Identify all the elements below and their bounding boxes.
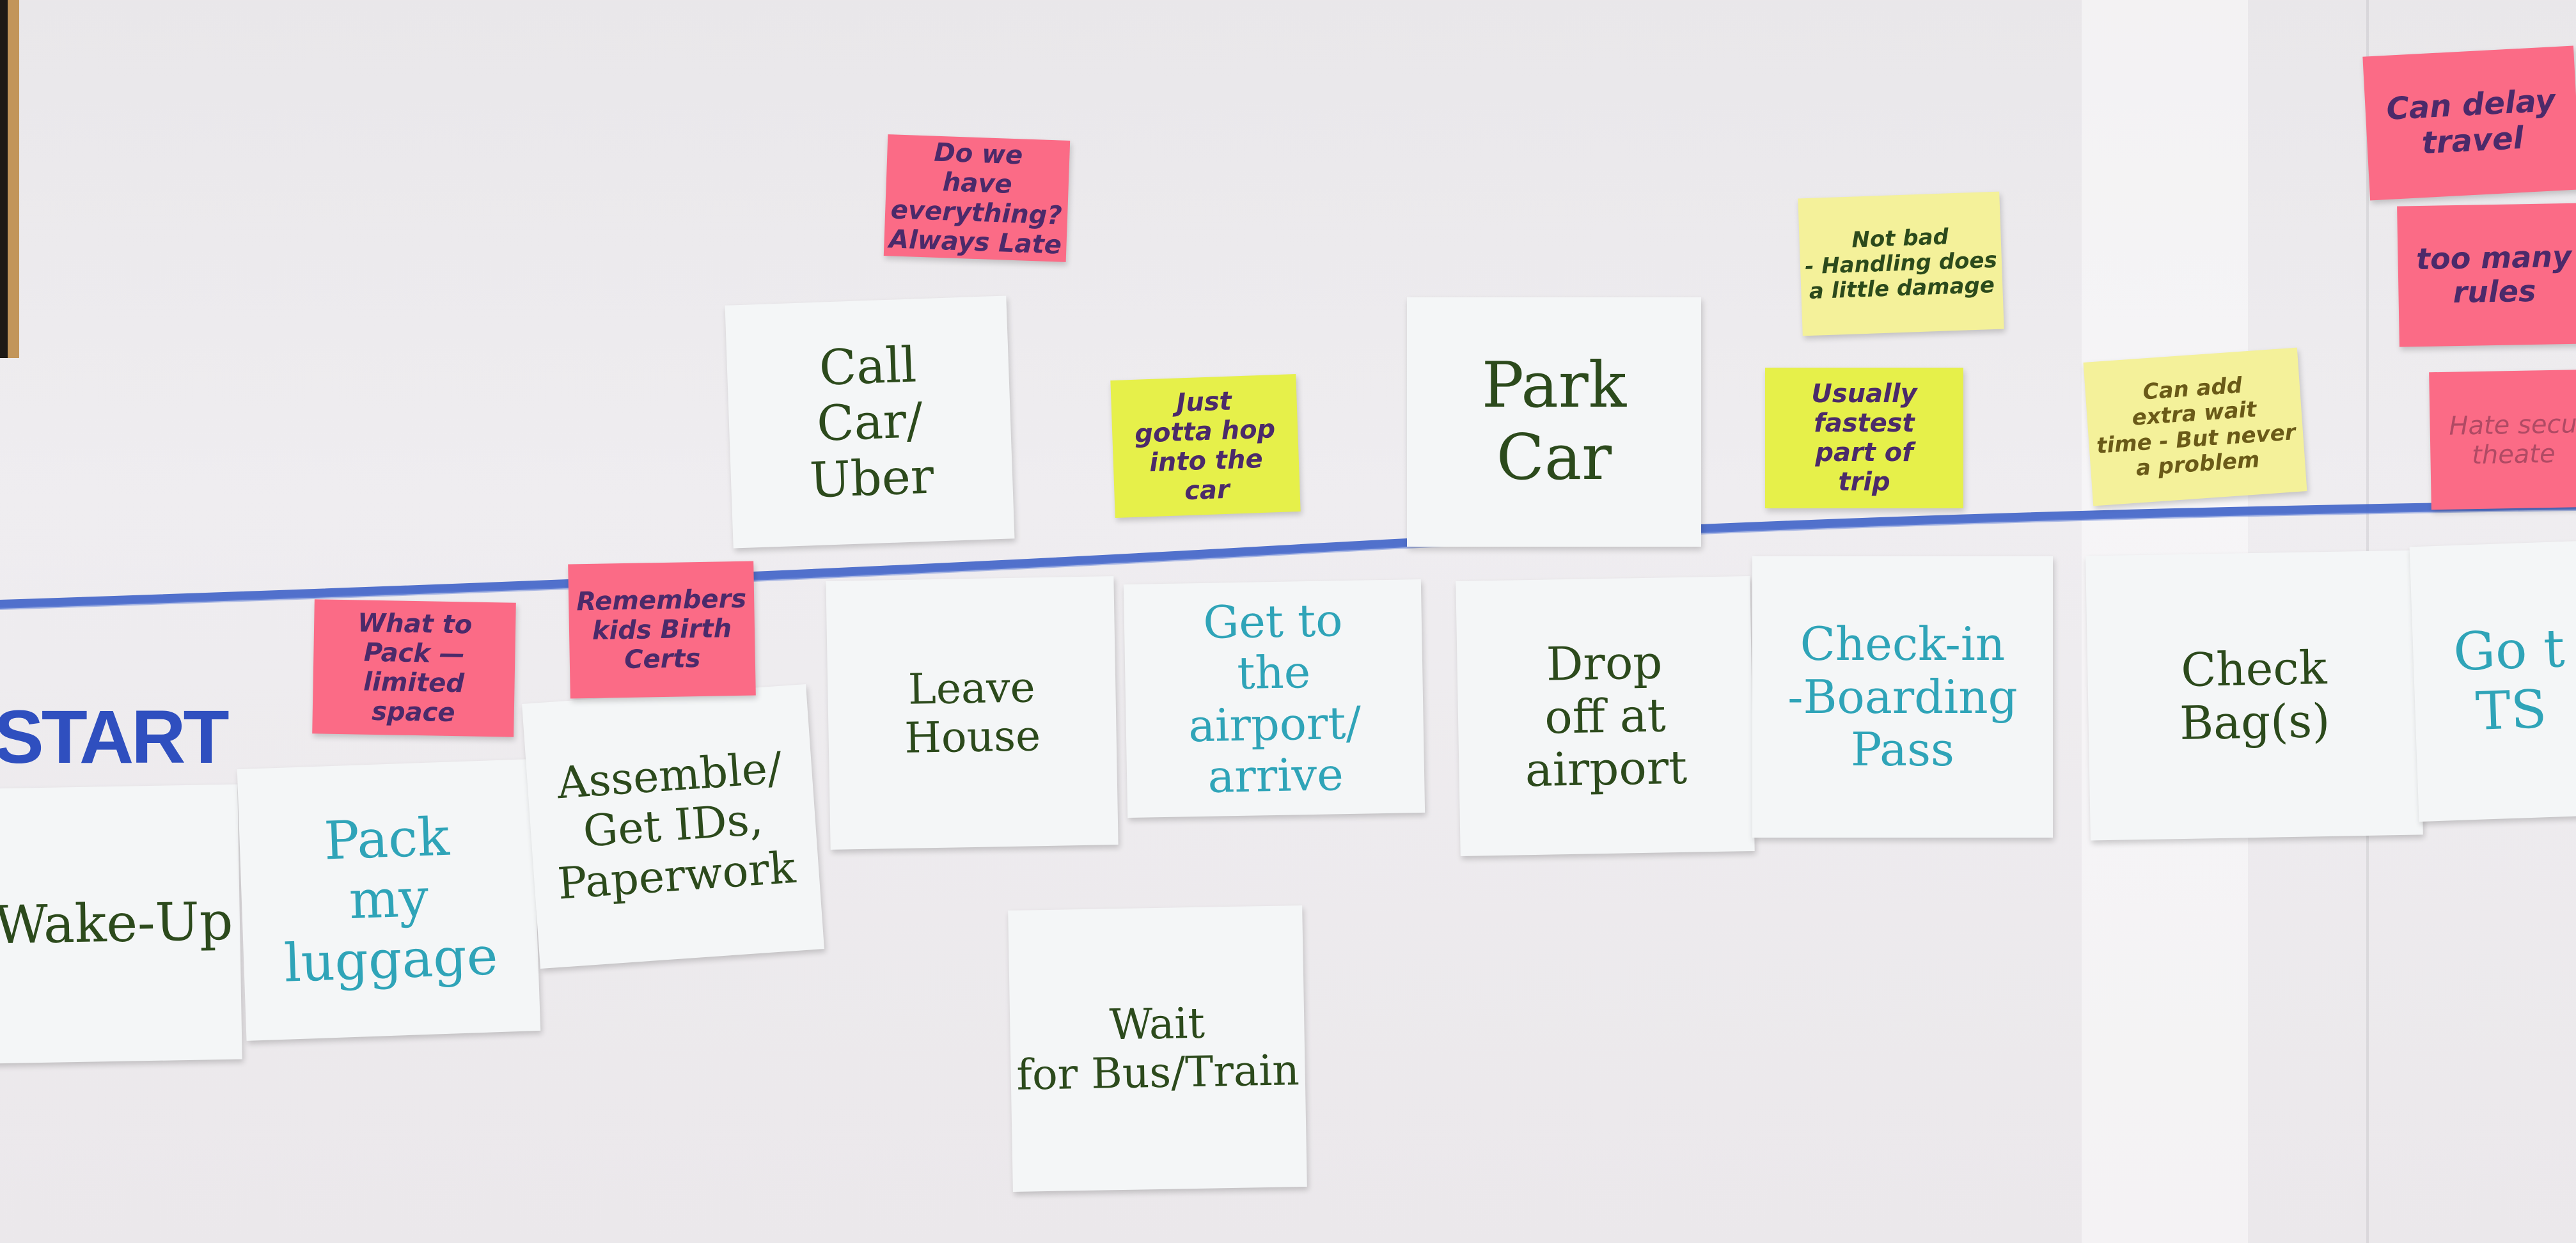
pain-note-birth-certs: Remembers kids Birth Certs: [568, 561, 756, 699]
alt-note-wait-bus-train: Wait for Bus/Train: [1008, 905, 1307, 1192]
step-note-get-to-airport: Get to the airport/ arrive: [1123, 579, 1425, 818]
note-not-bad-handling: Not bad - Handling does a little damage: [1798, 191, 2004, 336]
step-note-assemble-ids: Assemble/ Get IDs, Paperwork: [522, 684, 824, 969]
note-fastest-part-of-trip: Usually fastest part of trip: [1765, 368, 1963, 508]
pain-note-can-delay-travel: Can delay travel: [2362, 45, 2576, 201]
note-can-add-wait-time: Can add extra wait time - But never a pr…: [2083, 347, 2307, 506]
step-note-pack-luggage: Pack my luggage: [237, 759, 541, 1041]
board-frame-edge: [0, 0, 19, 358]
step-note-leave-house: Leave House: [826, 576, 1119, 850]
alt-note-call-car-uber: Call Car/ Uber: [725, 295, 1015, 549]
start-label: START: [0, 695, 230, 779]
step-note-drop-off: Drop off at airport: [1456, 576, 1755, 856]
note-just-hop-into-car: Just gotta hop into the car: [1110, 374, 1301, 518]
step-note-wake-up: Wake-Up: [0, 784, 242, 1064]
pain-note-too-many-rules: too many rules: [2397, 203, 2576, 347]
pain-note-limited-space: What to Pack — limited space: [312, 599, 516, 737]
alt-note-park-car: Park Car: [1407, 297, 1701, 547]
pain-note-security-theater: Hate secu theate: [2429, 369, 2576, 510]
step-note-check-bags: Check Bag(s): [2085, 550, 2423, 841]
step-note-check-in: Check-in -Boarding Pass: [1752, 556, 2053, 838]
pain-note-always-late: Do we have everything? Always Late: [883, 134, 1071, 262]
step-note-go-to-tsa: Go t TS: [2409, 540, 2576, 822]
